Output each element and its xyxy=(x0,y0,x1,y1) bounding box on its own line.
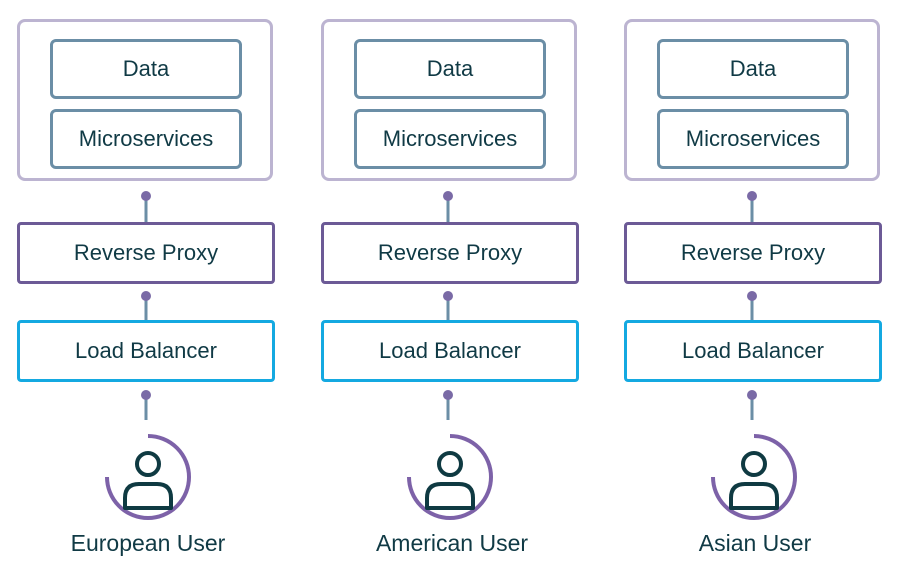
user-icon xyxy=(105,434,191,520)
user-label: American User xyxy=(375,530,529,556)
microservices-box: Microservices xyxy=(354,109,546,169)
user-label: Asian User xyxy=(698,530,812,556)
user-icon xyxy=(407,434,493,520)
load-balancer-box: Load Balancer xyxy=(624,320,882,382)
data-box: Data xyxy=(50,39,242,99)
region-column-asian: Data Microservices Reverse Proxy Load Ba… xyxy=(624,0,886,577)
load-balancer-box: Load Balancer xyxy=(321,320,579,382)
reverse-proxy-box: Reverse Proxy xyxy=(624,222,882,284)
reverse-proxy-box: Reverse Proxy xyxy=(321,222,579,284)
load-balancer-box: Load Balancer xyxy=(17,320,275,382)
region-column-european: Data Microservices Reverse Proxy Load Ba… xyxy=(17,0,279,577)
service-container: Data Microservices xyxy=(321,19,577,181)
region-column-american: Data Microservices Reverse Proxy Load Ba… xyxy=(321,0,583,577)
data-box: Data xyxy=(354,39,546,99)
service-container: Data Microservices xyxy=(624,19,880,181)
user-icon xyxy=(711,434,797,520)
microservices-box: Microservices xyxy=(657,109,849,169)
service-container: Data Microservices xyxy=(17,19,273,181)
user-label: European User xyxy=(70,530,226,556)
reverse-proxy-box: Reverse Proxy xyxy=(17,222,275,284)
data-box: Data xyxy=(657,39,849,99)
microservices-box: Microservices xyxy=(50,109,242,169)
